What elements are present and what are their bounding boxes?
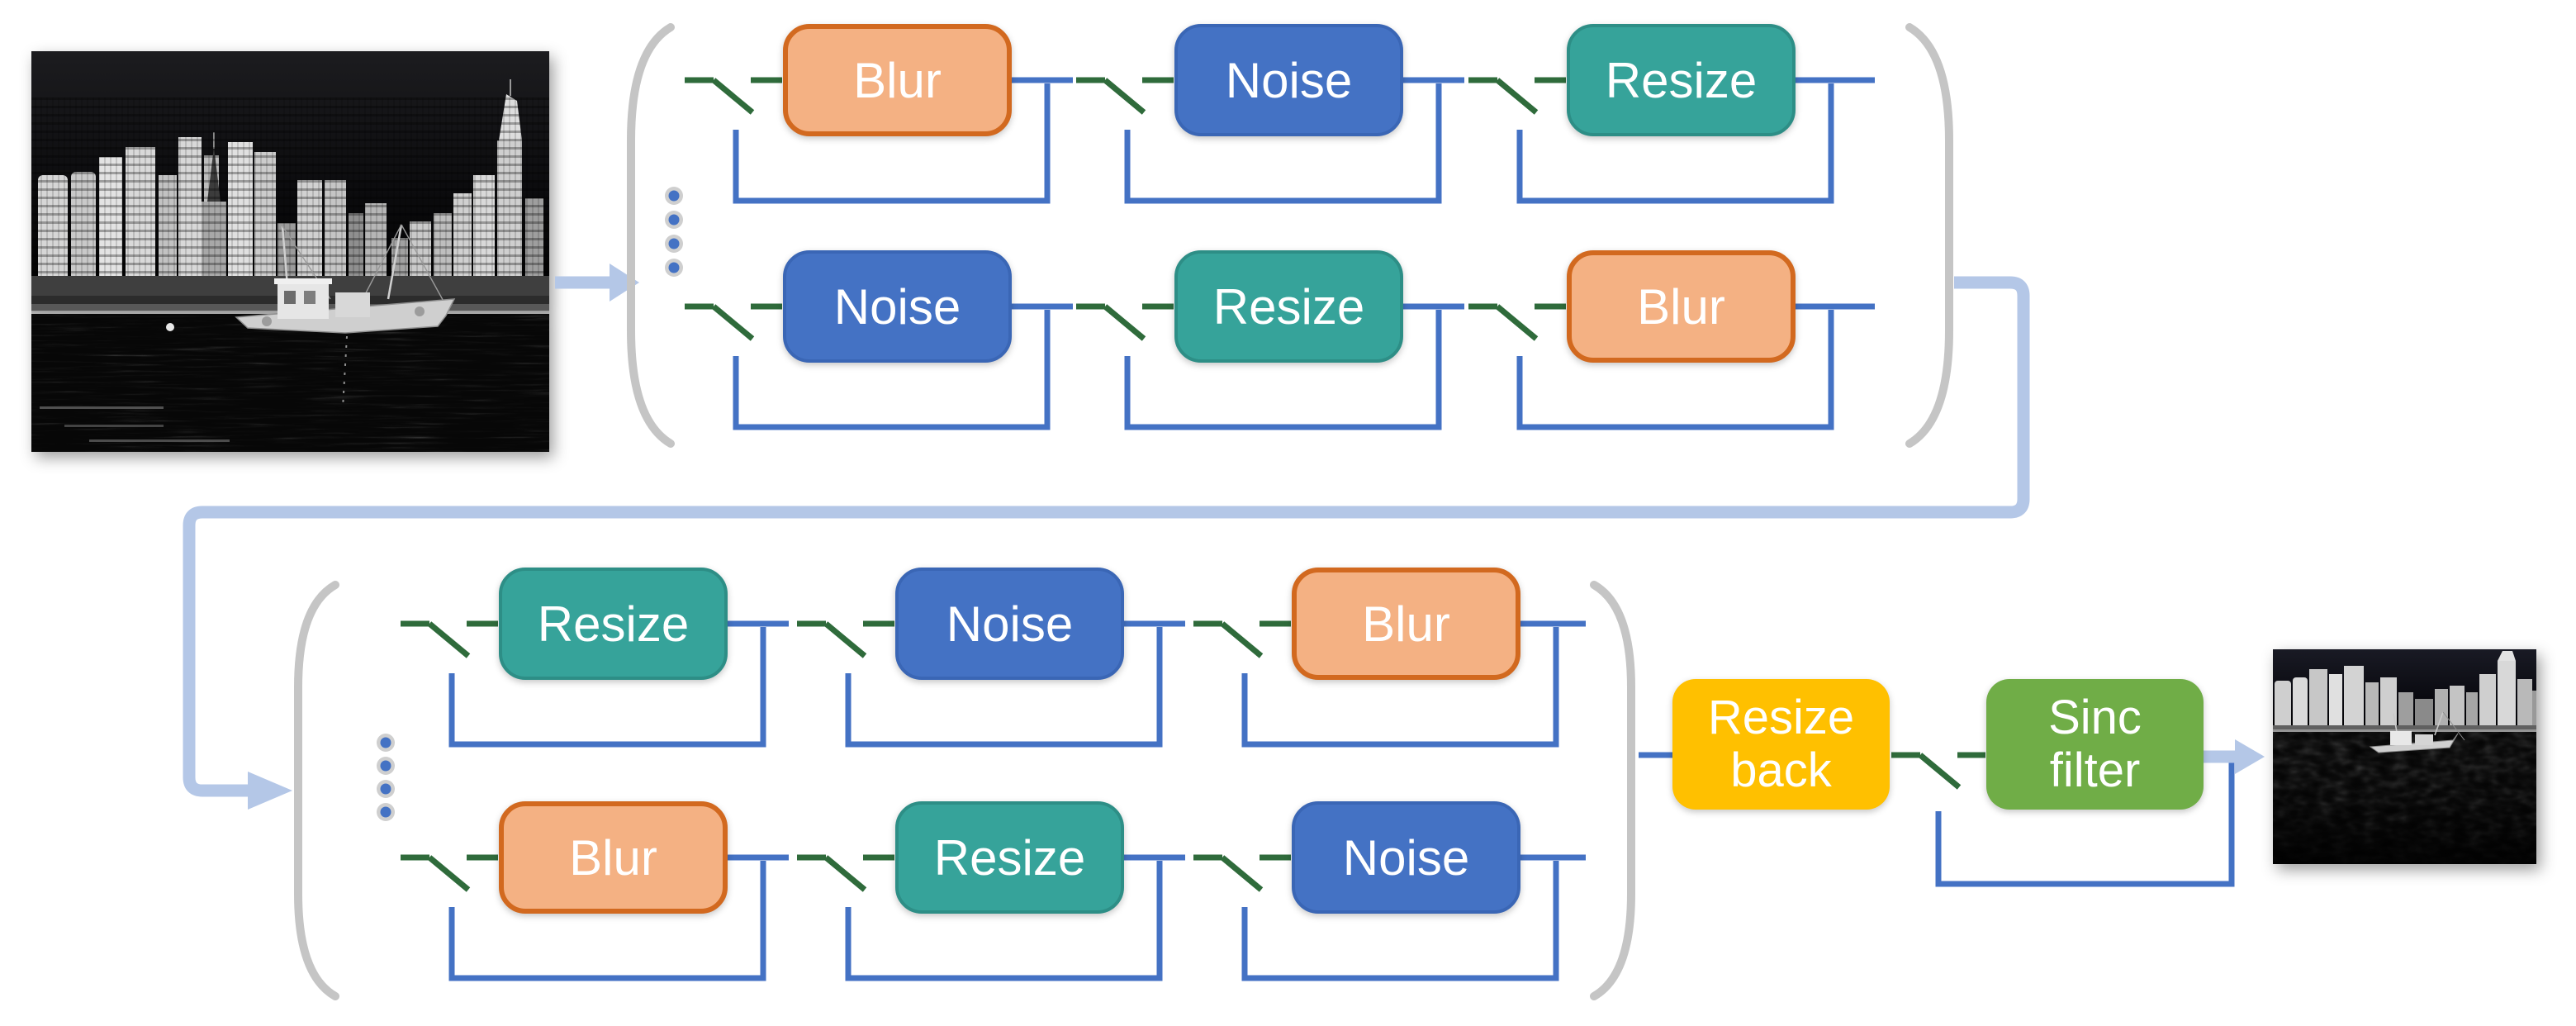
block-blur: Blur: [1292, 568, 1520, 680]
stage1-open-bracket: [627, 23, 675, 448]
input-image: [31, 51, 549, 452]
ellipsis-dot: [668, 214, 680, 226]
stage1-close-bracket: [1905, 23, 1953, 448]
wiring-s2r1-m3: [1193, 620, 1586, 748]
block-resize: Resize: [1567, 24, 1796, 136]
ellipsis-dot: [380, 806, 391, 818]
block-resize: Resize: [499, 568, 728, 680]
skyline-buildings: [2275, 651, 2536, 729]
stage2-open-bracket: [294, 581, 339, 1000]
block-resize-back: Resize back: [1672, 679, 1890, 810]
final-switch: [1891, 752, 1985, 790]
sinc-bypass: [1935, 761, 2235, 887]
wiring-s1r2-m1: [685, 303, 1073, 430]
stage1-ellipsis-dots: [665, 187, 683, 277]
ellipsis-dot: [380, 783, 391, 795]
block-noise: Noise: [895, 568, 1124, 680]
boat: [2369, 711, 2465, 753]
wiring-s2r2-m1: [401, 854, 789, 981]
block-resize: Resize: [1174, 250, 1403, 363]
block-noise: Noise: [783, 250, 1012, 363]
wiring-s2r1-m1: [401, 620, 789, 748]
wiring-s1r1-m2: [1076, 77, 1464, 204]
wiring-s1r2-m2: [1076, 303, 1464, 430]
ellipsis-dot: [668, 190, 680, 202]
block-blur: Blur: [499, 801, 728, 914]
boat: [235, 224, 456, 409]
output-arrow: [2204, 739, 2265, 774]
block-blur: Blur: [1567, 250, 1796, 363]
ellipsis-dot: [668, 238, 680, 249]
wiring-s1r1-m3: [1468, 77, 1875, 204]
wiring-s1r2-m3: [1468, 303, 1875, 430]
ellipsis-dot: [380, 737, 391, 748]
wiring-s2r1-m2: [797, 620, 1185, 748]
wiring-s2r2-m2: [797, 854, 1185, 981]
ellipsis-dot: [380, 760, 391, 772]
ellipsis-dot: [668, 262, 680, 273]
stage2-close-bracket: [1590, 581, 1635, 1000]
block-noise: Noise: [1292, 801, 1520, 914]
block-resize: Resize: [895, 801, 1124, 914]
wiring-s1r1-m1: [685, 77, 1073, 204]
block-noise: Noise: [1174, 24, 1403, 136]
wiring-s2r2-m3: [1193, 854, 1586, 981]
block-blur: Blur: [783, 24, 1012, 136]
block-sinc-filter: Sinc filter: [1986, 679, 2204, 810]
output-image: [2273, 649, 2536, 864]
input-arrow: [555, 264, 639, 302]
stage2-ellipsis-dots: [377, 734, 395, 821]
stage-connector-arrow: [183, 276, 2030, 810]
